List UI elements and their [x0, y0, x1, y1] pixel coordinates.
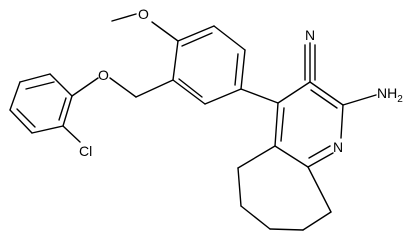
bond	[277, 81, 311, 104]
methoxy-oxygen-label: O	[138, 6, 149, 22]
bond	[109, 77, 137, 98]
bond	[19, 73, 51, 83]
bond	[16, 108, 36, 128]
bond	[9, 81, 21, 111]
bond	[274, 102, 279, 147]
bond	[177, 25, 215, 42]
bond	[240, 88, 279, 104]
bond	[58, 97, 67, 121]
bond	[172, 40, 179, 81]
bond	[172, 79, 206, 105]
bond	[310, 89, 338, 109]
chlorine-label: Cl	[79, 143, 92, 159]
amine-label-main: NH	[377, 85, 397, 101]
bond	[49, 73, 73, 97]
bond	[307, 152, 334, 168]
bond	[307, 166, 332, 213]
bond	[62, 125, 81, 143]
bond	[302, 211, 332, 231]
bond	[342, 94, 377, 106]
atom-labels: Cl O O N NH2 N	[79, 6, 403, 159]
bond	[234, 53, 239, 86]
bond	[111, 13, 137, 22]
bond	[204, 88, 242, 105]
bond	[237, 167, 242, 207]
amine-label: NH2	[377, 85, 403, 105]
ether-oxygen-label: O	[98, 67, 109, 83]
bond	[213, 25, 246, 51]
bond	[9, 109, 33, 134]
nitrile-nitrogen-label: N	[305, 27, 315, 43]
bond	[135, 79, 174, 98]
bond	[151, 21, 179, 42]
bond	[308, 145, 331, 159]
bonds	[9, 13, 377, 231]
bond	[240, 205, 271, 230]
bond	[71, 77, 99, 97]
bond	[340, 104, 344, 139]
bond	[240, 49, 246, 90]
bond	[181, 32, 213, 47]
pyridine-nitrogen-label: N	[333, 139, 343, 155]
bond	[280, 107, 285, 142]
bond	[25, 81, 55, 90]
bond	[274, 145, 309, 168]
bond	[62, 95, 73, 127]
bond	[237, 145, 276, 169]
bond	[309, 81, 344, 106]
bond	[269, 228, 304, 231]
amine-label-subscript: 2	[397, 94, 403, 105]
bond	[178, 78, 203, 98]
bond	[31, 125, 64, 134]
